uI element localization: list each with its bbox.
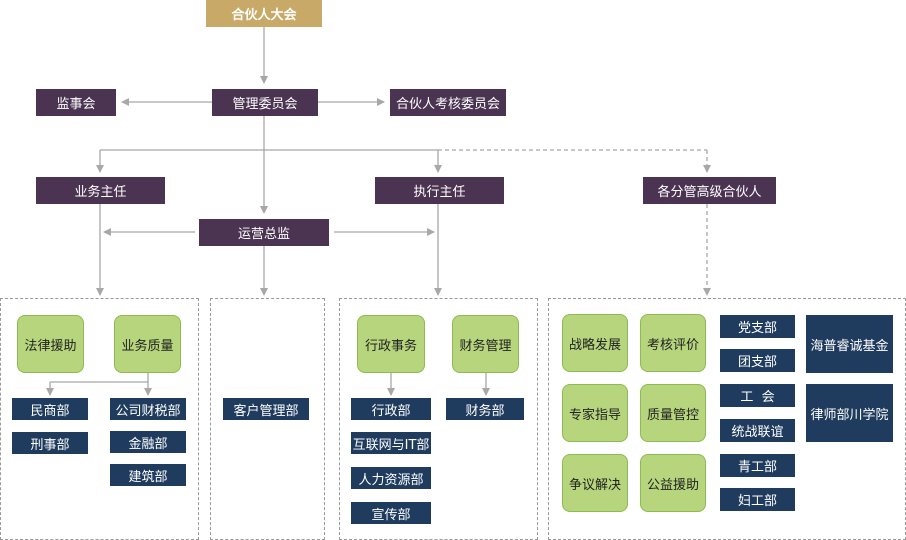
client-management-dept-node: 客户管理部	[223, 398, 309, 420]
united-front-node: 统战联谊	[720, 419, 795, 442]
quality-control-node: 质量管控	[640, 384, 706, 442]
civil-commercial-dept-node: 民商部	[12, 398, 88, 420]
finance-dept-node: 金融部	[110, 431, 186, 453]
business-quality-node: 业务质量	[114, 315, 181, 373]
publicity-dept-node: 宣传部	[351, 502, 431, 524]
corporate-tax-dept-node: 公司财税部	[110, 398, 186, 420]
women-work-node: 妇工部	[720, 488, 795, 511]
construction-dept-node: 建筑部	[110, 464, 186, 486]
executive-director-node: 执行主任	[375, 177, 504, 204]
internet-it-dept-node: 互联网与IT部	[351, 432, 431, 454]
financial-management-node: 财务管理	[452, 315, 519, 373]
strategy-node: 战略发展	[562, 314, 628, 372]
business-director-node: 业务主任	[36, 177, 165, 204]
assessment-node: 考核评价	[640, 314, 706, 372]
academy-node: 律师部川学院	[806, 384, 893, 442]
criminal-dept-node: 刑事部	[12, 432, 88, 454]
youth-league-node: 团支部	[720, 349, 795, 372]
finance-department-node: 财务部	[446, 398, 524, 420]
partners-assembly-node: 合伙人大会	[206, 0, 322, 27]
senior-partners-node: 各分管高级合伙人	[643, 177, 776, 204]
admin-affairs-node: 行政事务	[357, 315, 425, 373]
partner-review-committee-node: 合伙人考核委员会	[390, 89, 506, 116]
dispute-resolution-node: 争议解决	[562, 454, 628, 512]
legal-aid-node: 法律援助	[17, 315, 84, 373]
youth-work-node: 青工部	[720, 454, 795, 477]
foundation-node: 海普睿诚基金	[806, 315, 893, 373]
labor-union-node: 工 会	[720, 384, 795, 407]
expert-guidance-node: 专家指导	[562, 384, 628, 442]
supervisory-board-node: 监事会	[36, 89, 116, 116]
hr-dept-node: 人力资源部	[351, 467, 431, 489]
public-welfare-node: 公益援助	[640, 454, 706, 512]
management-committee-node: 管理委员会	[212, 89, 318, 116]
operations-director-node: 运营总监	[199, 219, 329, 246]
party-branch-node: 党支部	[720, 315, 795, 338]
admin-dept-node: 行政部	[351, 398, 431, 420]
